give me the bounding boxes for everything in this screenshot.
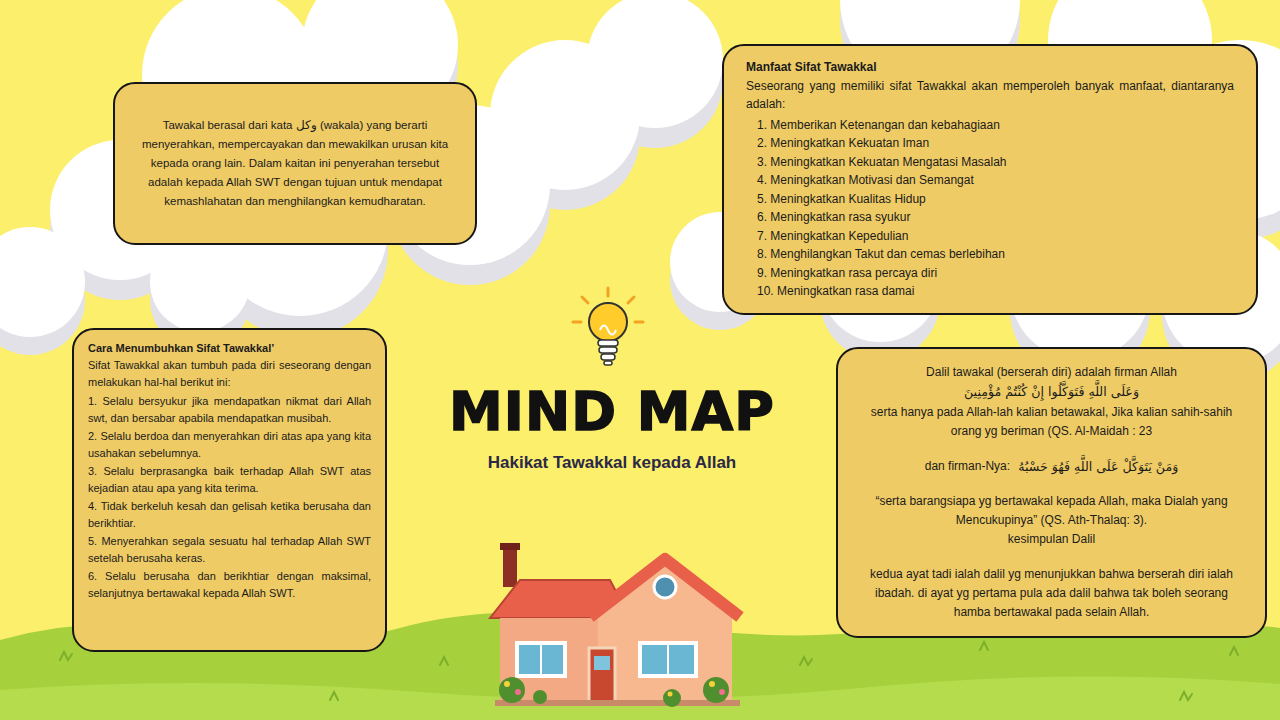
box-text: serta hanya pada Allah-lah kalian betawa… bbox=[856, 403, 1247, 441]
light-bulb-part-part bbox=[635, 321, 643, 324]
subtitle: Hakikat Tawakkal kepada Allah bbox=[0, 453, 1224, 473]
list-item: 1. Memberikan Ketenangan dan kebahagiaan bbox=[746, 116, 1234, 135]
light-bulb-part-part bbox=[607, 288, 610, 296]
house-part bbox=[500, 543, 520, 550]
box-heading: Manfaat Sifat Tawakkal bbox=[746, 58, 1234, 77]
map-title: MIND MAP bbox=[0, 380, 1224, 443]
house-part bbox=[495, 700, 740, 706]
house-part bbox=[709, 681, 715, 687]
house-part bbox=[703, 677, 729, 703]
info-box: Manfaat Sifat TawakkalSeseorang yang mem… bbox=[722, 44, 1258, 315]
list-item: 6. Meningkatkan rasa syukur bbox=[746, 208, 1234, 227]
house-part bbox=[515, 689, 521, 695]
house bbox=[490, 543, 740, 707]
house-part bbox=[598, 562, 732, 703]
light-bulb-part-part bbox=[582, 297, 588, 303]
light-bulb-part bbox=[601, 354, 615, 360]
list-item: 2. Selalu berdoa dan menyerahkan diri at… bbox=[88, 428, 371, 462]
house-part bbox=[533, 690, 547, 704]
grass-part-part bbox=[440, 657, 448, 665]
box-heading: Cara Menumbuhkan Sifat Tawakkal’ bbox=[88, 340, 371, 357]
list-item: 10. Meningkatkan rasa damai bbox=[746, 282, 1234, 301]
info-box: Tawakal berasal dari kata وكل (wakala) y… bbox=[113, 82, 477, 245]
house-part bbox=[667, 643, 669, 676]
list-item: 7. Meningkatkan Kepedulian bbox=[746, 227, 1234, 246]
light-bulb-part bbox=[589, 303, 627, 341]
box-text: Tawakal berasal dari kata وكل (wakala) y… bbox=[133, 116, 457, 211]
house-part bbox=[654, 576, 676, 598]
house-part bbox=[540, 643, 542, 676]
list-item: 3. Selalu berprasangka baik terhadap All… bbox=[88, 463, 371, 497]
list-item: 4. Tidak berkeluh kesah dan gelisah keti… bbox=[88, 498, 371, 532]
grass-part-part bbox=[1180, 692, 1192, 700]
light-bulb-part-part bbox=[573, 321, 581, 324]
house-part bbox=[517, 643, 565, 676]
grass-part-part bbox=[1230, 647, 1238, 655]
info-box: Cara Menumbuhkan Sifat Tawakkal’Sifat Ta… bbox=[72, 328, 387, 652]
list-item: 8. Menghilangkan Takut dan cemas berlebi… bbox=[746, 245, 1234, 264]
arabic-verse: وَمَنْ يَتَوَكَّلْ عَلَى اللَّهِ فَهُوَ … bbox=[1018, 457, 1178, 476]
house-part bbox=[589, 648, 615, 703]
arabic-verse: وَعَلَى اللَّهِ فَتَوَكَّلُوا إِنْ كُنْت… bbox=[856, 382, 1247, 401]
house-part bbox=[663, 689, 681, 707]
box-text: “serta barangsiapa yg bertawakal kepada … bbox=[856, 492, 1247, 530]
box-text: Dalil tawakal (berserah diri) adalah fir… bbox=[856, 363, 1247, 382]
list-item: 2. Meningkatkan Kekuatan Iman bbox=[746, 134, 1234, 153]
cloud bbox=[0, 0, 1280, 365]
light-bulb-part bbox=[598, 340, 618, 346]
light-bulb-part bbox=[599, 347, 617, 353]
list-item: 6. Selalu berusaha dan berikhtiar dengan… bbox=[88, 568, 371, 602]
box-text: Sifat Tawakkal akan tumbuh pada diri ses… bbox=[88, 357, 371, 391]
house-part bbox=[668, 692, 673, 697]
light-bulb bbox=[573, 288, 643, 365]
house-part bbox=[594, 656, 610, 670]
list-item: 4. Meningkatkan Motivasi dan Semangat bbox=[746, 171, 1234, 190]
box-text: dan firman-Nya: bbox=[925, 457, 1010, 476]
info-box: Dalil tawakal (berserah diri) adalah fir… bbox=[836, 347, 1267, 638]
light-bulb-part bbox=[604, 361, 612, 365]
light-bulb-part-part bbox=[628, 297, 634, 303]
house-part bbox=[504, 681, 510, 687]
cloud-part bbox=[587, 0, 723, 128]
list-item: 5. Meningkatkan Kualitas Hidup bbox=[746, 190, 1234, 209]
cloud-part bbox=[0, 227, 85, 337]
house-part bbox=[719, 689, 725, 695]
grass-part-part bbox=[980, 642, 988, 650]
house-part bbox=[640, 643, 696, 676]
list-item: 1. Selalu bersyukur jika mendapatkan nik… bbox=[88, 393, 371, 427]
box-text: Seseorang yang memiliki sifat Tawakkal a… bbox=[746, 77, 1234, 114]
grass-part-part bbox=[330, 692, 338, 700]
box-heading: kesimpulan Dalil bbox=[856, 530, 1247, 549]
list-item: 9. Meningkatkan rasa percaya diri bbox=[746, 264, 1234, 283]
light-bulb-part bbox=[600, 326, 616, 335]
grass-part-part bbox=[60, 652, 72, 660]
cloud-shadow bbox=[0, 0, 1280, 383]
house-part bbox=[590, 559, 740, 617]
list-item: 5. Menyerahkan segala sesuatu hal terhad… bbox=[88, 533, 371, 567]
grass-part-part bbox=[800, 657, 812, 665]
cloud-part bbox=[150, 232, 250, 332]
house-part bbox=[499, 677, 525, 703]
list-item: 3. Meningkatkan Kekuatan Mengatasi Masal… bbox=[746, 153, 1234, 172]
house-part bbox=[503, 547, 517, 587]
box-text: kedua ayat tadi ialah dalil yg menunjukk… bbox=[856, 565, 1247, 622]
